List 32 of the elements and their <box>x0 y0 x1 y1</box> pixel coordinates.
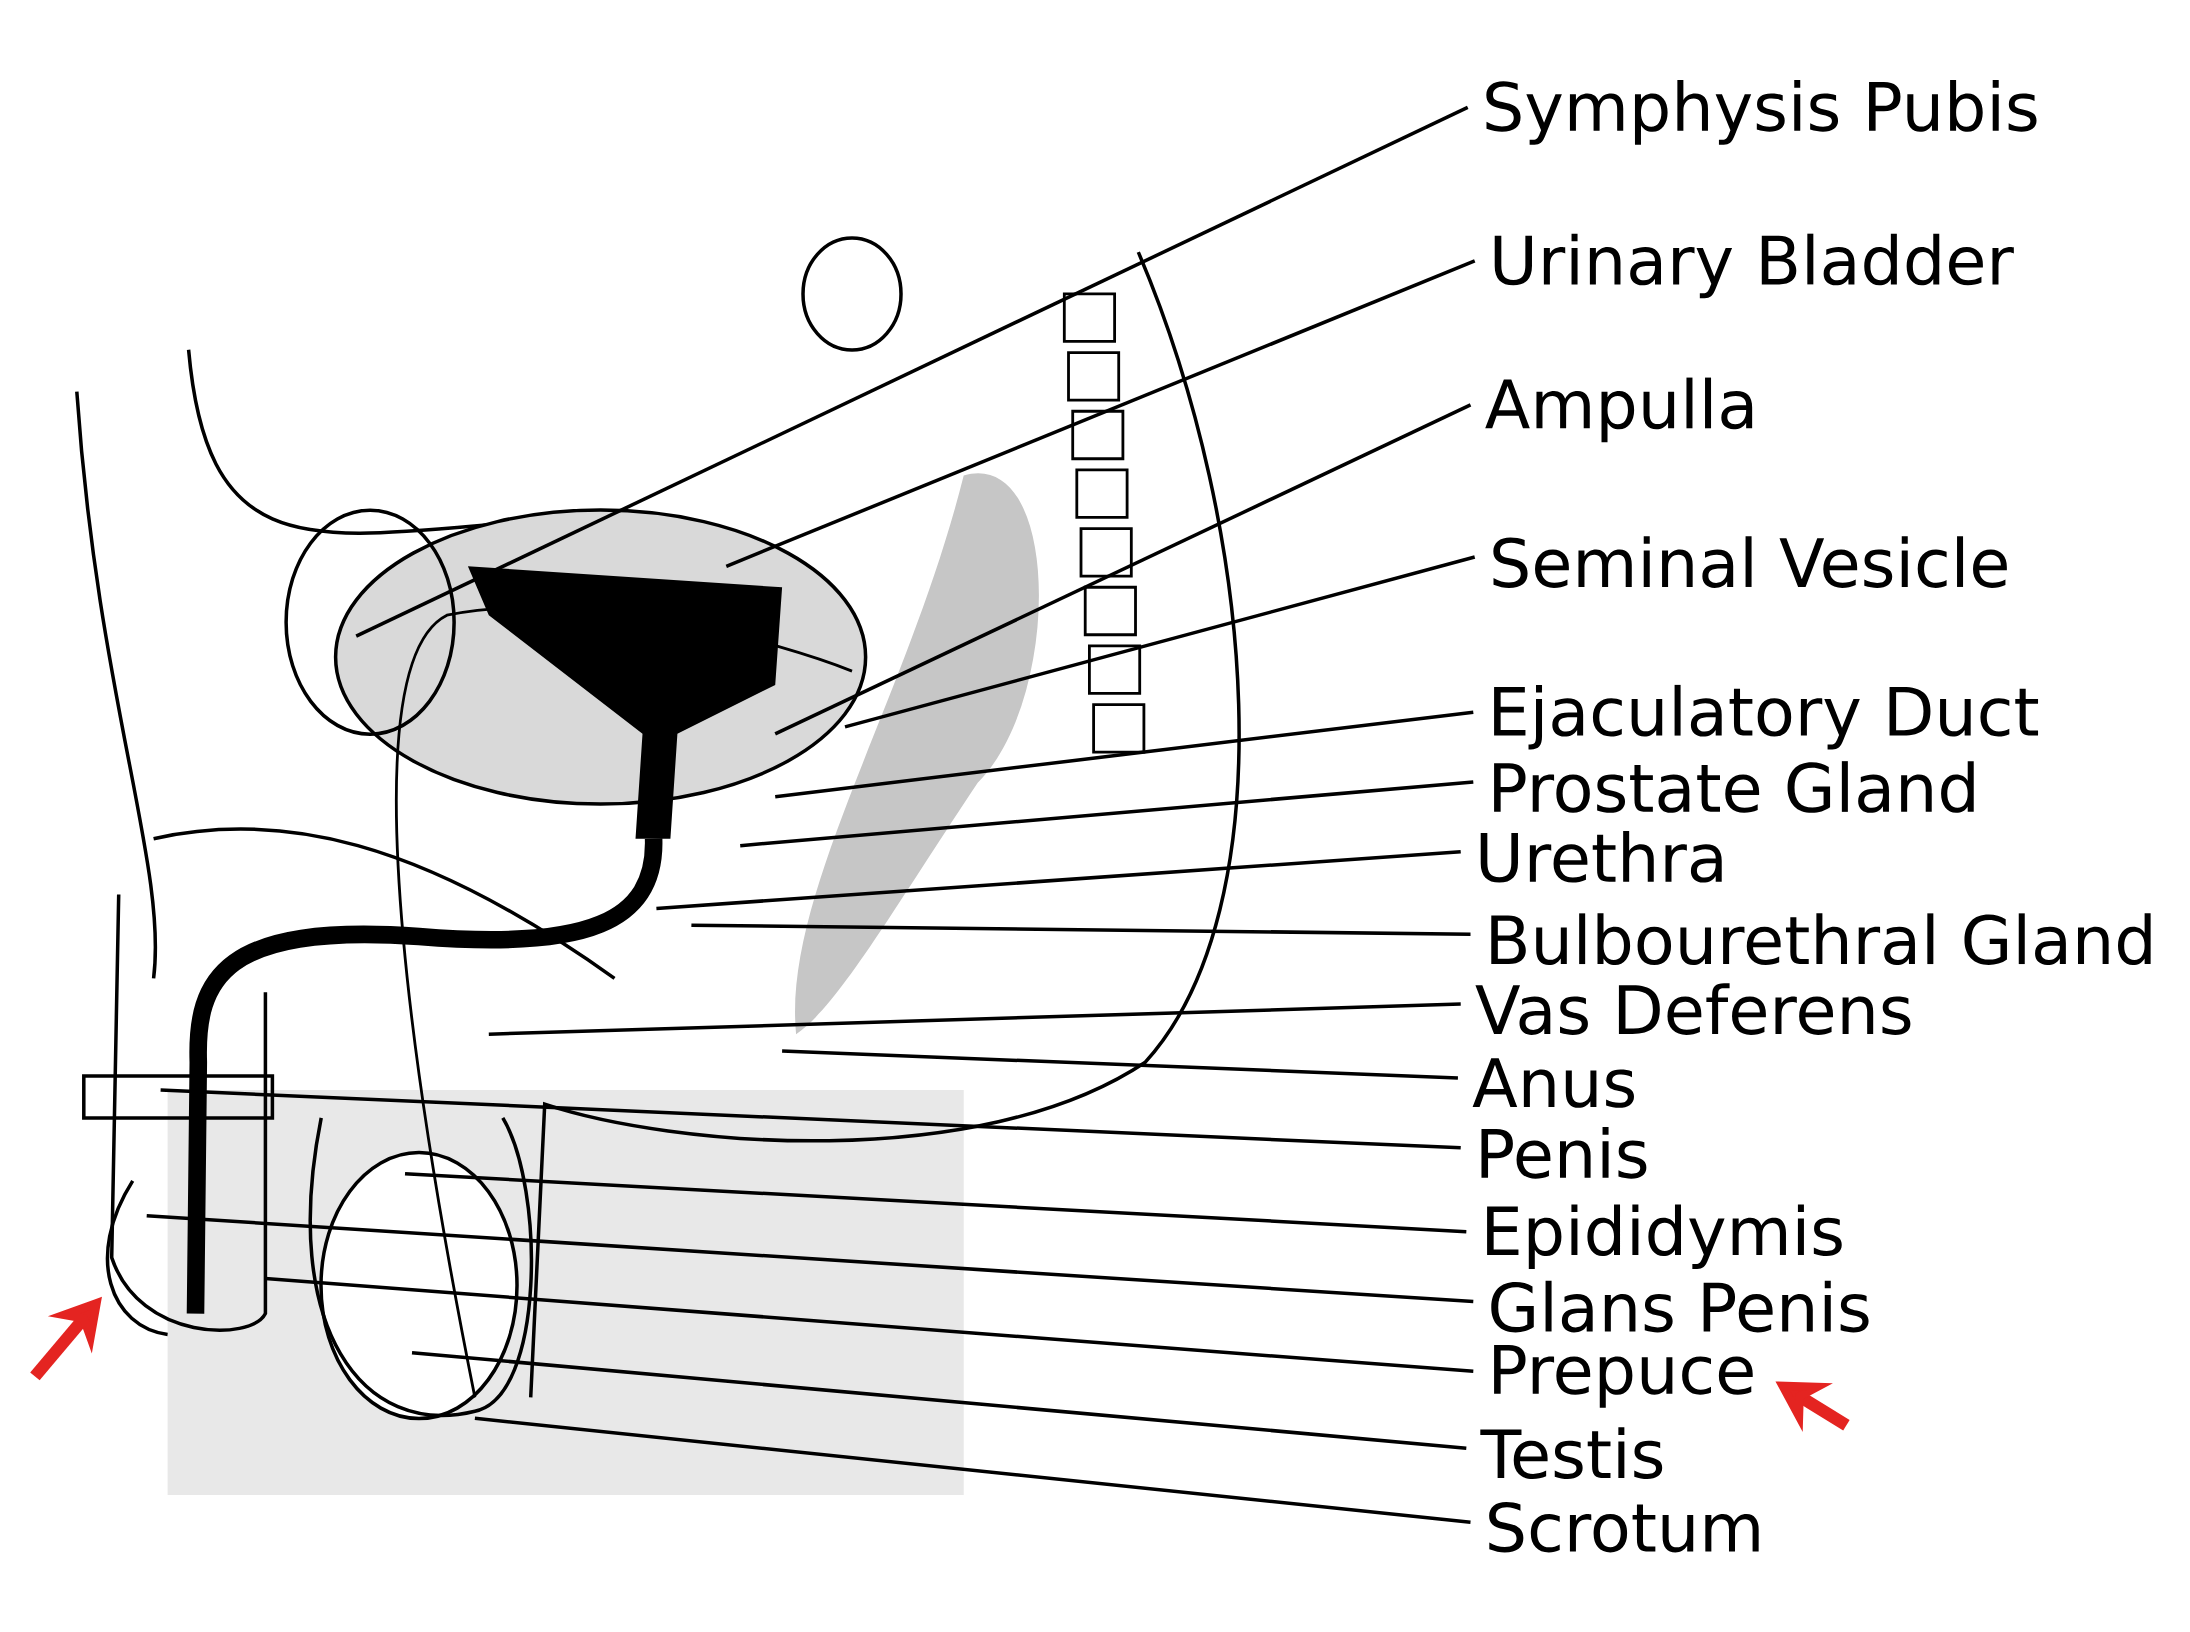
leader-line <box>691 923 1471 936</box>
leader-line <box>488 1002 1461 1036</box>
leader-line <box>411 1350 1467 1450</box>
label-text: Ejaculatory Duct <box>1494 684 2039 750</box>
label-text: Ampulla <box>1485 377 1753 443</box>
leader-line <box>146 1214 1474 1304</box>
leader-line <box>265 1276 1474 1374</box>
label-text: Scrotum <box>1489 1501 1759 1553</box>
leader-line <box>656 850 1461 911</box>
leader-line <box>474 1416 1471 1524</box>
label-text: Urethra <box>1480 830 1722 883</box>
label-text: Prepuce <box>1494 1345 1753 1408</box>
leader-line <box>782 1049 1458 1080</box>
leader-line <box>355 105 1469 638</box>
label-text: Penis <box>1481 1127 1647 1179</box>
leader-line <box>404 1172 1467 1234</box>
label-text: Seminal Vesicle <box>1493 536 2007 588</box>
label-text: Anus <box>1472 1058 1634 1108</box>
leader-line <box>844 555 1476 729</box>
label-text: Symphysis Pubis <box>1486 80 2037 145</box>
label-text: Urinary Bladder <box>1494 233 2014 299</box>
label-text: Epididymis <box>1487 1204 1842 1269</box>
leader-line <box>740 780 1474 848</box>
label-text: Vas Deferens <box>1475 983 1911 1035</box>
leader-line <box>774 403 1472 736</box>
label-text: Bulbourethral Gland <box>1491 913 2151 965</box>
label-text: Testis <box>1480 1427 1663 1479</box>
label-text: Glans Penis <box>1491 1280 1869 1333</box>
leader-line <box>725 259 1476 568</box>
leader-line <box>160 1088 1461 1150</box>
leader-line <box>775 710 1474 799</box>
label-text: Prostate Gland <box>1494 761 1974 813</box>
